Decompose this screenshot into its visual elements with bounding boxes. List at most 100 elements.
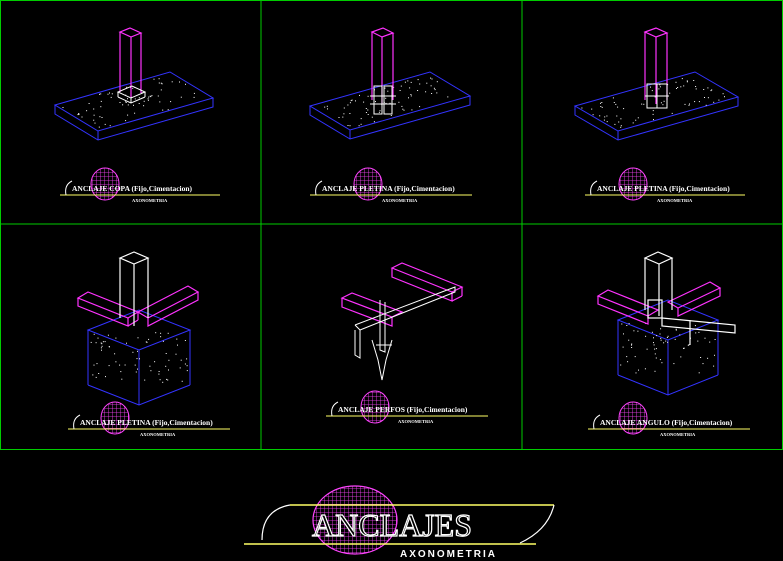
concrete-dots bbox=[90, 332, 188, 383]
concrete-dot bbox=[180, 96, 182, 98]
concrete-dot bbox=[389, 102, 391, 104]
concrete-dot bbox=[107, 334, 109, 336]
concrete-dot bbox=[654, 348, 656, 350]
concrete-dot bbox=[653, 119, 654, 121]
concrete-dot bbox=[148, 338, 150, 340]
concrete-dot bbox=[343, 107, 345, 109]
foundation-block bbox=[616, 299, 720, 396]
concrete-dot bbox=[409, 87, 411, 89]
concrete-dot bbox=[161, 83, 163, 85]
concrete-dot bbox=[360, 118, 362, 120]
concrete-dot bbox=[688, 344, 690, 346]
concrete-dot bbox=[711, 89, 713, 91]
concrete-dot bbox=[599, 115, 601, 117]
concrete-dot bbox=[358, 125, 360, 127]
footer-title-block: ANCLAJES AXONOMETRIA bbox=[244, 485, 555, 560]
concrete-dot bbox=[139, 358, 140, 360]
concrete-dot bbox=[653, 344, 655, 346]
concrete-dot bbox=[88, 103, 90, 104]
concrete-dot bbox=[167, 109, 169, 111]
plate-anchor bbox=[370, 85, 396, 115]
concrete-dot bbox=[93, 114, 95, 116]
panel-sublabel: AXONOMETRIA bbox=[382, 198, 418, 203]
concrete-dot bbox=[436, 92, 438, 94]
concrete-dot bbox=[410, 94, 412, 95]
concrete-dot bbox=[718, 99, 720, 101]
concrete-dot bbox=[349, 125, 351, 127]
concrete-dot bbox=[327, 108, 328, 110]
concrete-dot bbox=[385, 97, 387, 99]
concrete-dot bbox=[360, 123, 362, 125]
concrete-dot bbox=[355, 100, 356, 102]
concrete-dot bbox=[78, 113, 80, 115]
concrete-dot bbox=[601, 102, 603, 103]
concrete-dot bbox=[643, 103, 645, 105]
concrete-dot bbox=[419, 83, 421, 85]
concrete-dot bbox=[693, 80, 695, 81]
concrete-dot bbox=[160, 336, 162, 338]
concrete-dot bbox=[100, 342, 102, 344]
concrete-dot bbox=[342, 116, 344, 118]
concrete-dot bbox=[660, 339, 662, 341]
concrete-dot bbox=[78, 113, 80, 114]
concrete-dot bbox=[105, 376, 106, 378]
concrete-dot bbox=[705, 104, 707, 106]
footer-title: ANCLAJES bbox=[312, 507, 472, 543]
concrete-dot bbox=[635, 372, 637, 374]
concrete-dot bbox=[604, 116, 606, 118]
concrete-dot bbox=[431, 78, 433, 80]
concrete-dot bbox=[704, 97, 705, 98]
concrete-dot bbox=[660, 102, 662, 104]
post bbox=[118, 251, 150, 326]
concrete-dot bbox=[110, 96, 112, 98]
concrete-dot bbox=[684, 103, 686, 105]
concrete-dot bbox=[612, 97, 614, 99]
concrete-dot bbox=[653, 342, 654, 344]
concrete-dot bbox=[350, 100, 352, 102]
concrete-dot bbox=[96, 363, 98, 365]
panel-1-drawing bbox=[53, 27, 215, 141]
label-swash bbox=[590, 180, 598, 196]
concrete-dot bbox=[398, 101, 400, 103]
concrete-dot bbox=[410, 81, 412, 83]
concrete-dot bbox=[677, 87, 679, 88]
panel-6-drawing bbox=[596, 251, 736, 396]
concrete-dot bbox=[426, 82, 428, 84]
concrete-dot bbox=[652, 113, 654, 115]
concrete-dot bbox=[109, 92, 110, 94]
panel-label: ANCLAJE PLETINA (Fijo,Cimentacion) bbox=[80, 418, 213, 427]
concrete-dot bbox=[101, 117, 103, 118]
concrete-dot bbox=[186, 358, 188, 360]
concrete-dot bbox=[606, 115, 608, 117]
concrete-dot bbox=[101, 349, 102, 351]
concrete-dot bbox=[326, 105, 328, 107]
concrete-dot bbox=[162, 381, 164, 383]
concrete-dot bbox=[98, 373, 100, 374]
concrete-dot bbox=[666, 337, 668, 338]
concrete-dot bbox=[121, 378, 123, 380]
concrete-dot bbox=[109, 125, 111, 127]
concrete-dot bbox=[351, 99, 353, 101]
concrete-dot bbox=[707, 97, 709, 99]
concrete-dot bbox=[137, 337, 139, 339]
concrete-dot bbox=[132, 351, 134, 353]
concrete-dot bbox=[659, 359, 661, 361]
concrete-dot bbox=[193, 96, 195, 98]
foundation-slab bbox=[573, 71, 740, 141]
concrete-dot bbox=[155, 332, 157, 334]
concrete-dot bbox=[104, 341, 106, 343]
concrete-dot bbox=[133, 104, 134, 106]
concrete-dot bbox=[101, 343, 103, 345]
concrete-dot bbox=[184, 340, 186, 341]
concrete-dot bbox=[359, 94, 360, 96]
concrete-dot bbox=[378, 111, 380, 113]
concrete-dot bbox=[92, 374, 94, 376]
concrete-dot bbox=[375, 101, 376, 103]
concrete-dot bbox=[387, 90, 389, 92]
concrete-dot bbox=[186, 370, 188, 372]
concrete-dot bbox=[600, 102, 601, 104]
footer-subtitle: AXONOMETRIA bbox=[400, 549, 497, 560]
concrete-dot bbox=[627, 361, 629, 363]
concrete-dot bbox=[135, 371, 137, 373]
concrete-dot bbox=[176, 338, 178, 340]
